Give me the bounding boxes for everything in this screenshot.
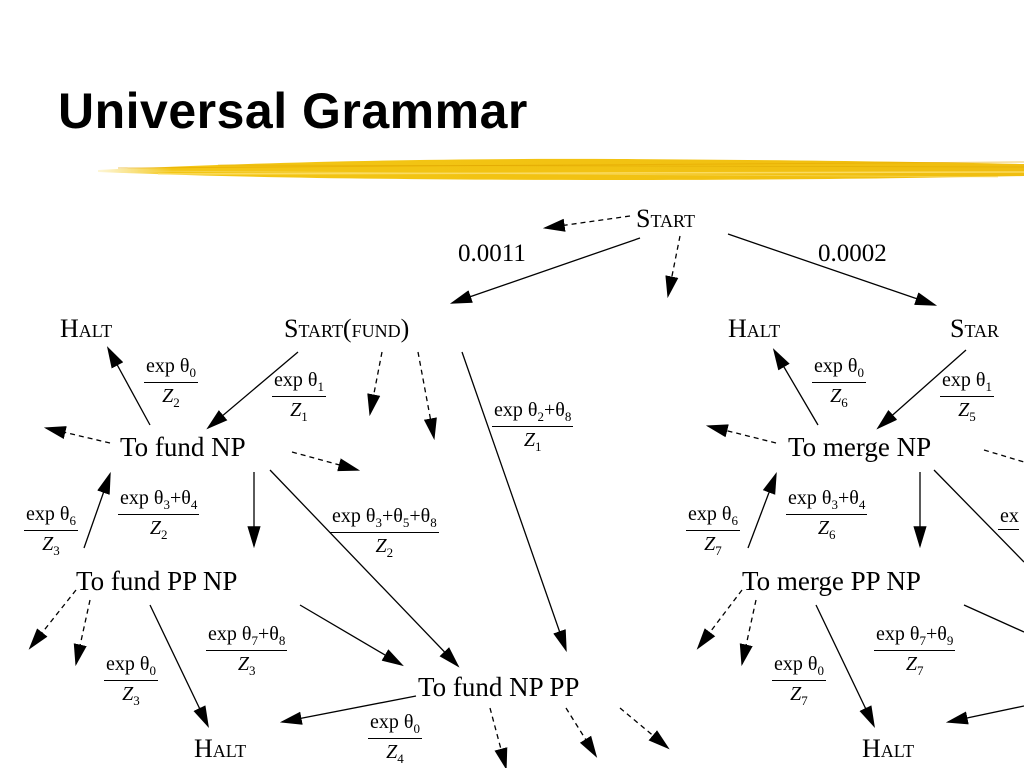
slide-title: Universal Grammar: [58, 83, 528, 139]
node-halt-bottom-left: Halt: [194, 734, 247, 763]
weight-fraction: exp θ1 Z1: [272, 369, 326, 424]
weight-fraction: exp θ7+θ9 Z7: [874, 623, 956, 678]
node-halt-bottom-right: Halt: [862, 734, 915, 763]
weight-fraction: exp θ0 Z6: [812, 355, 866, 410]
prob-right: 0.0002: [818, 240, 887, 267]
weight-fraction: exp θ6 Z7: [686, 503, 740, 558]
weight-fraction: exp θ1 Z5: [940, 369, 994, 424]
weight-fraction: exp θ3+θ5+θ8 Z2: [330, 505, 439, 560]
weight-fraction: exp θ0 Z4: [368, 711, 422, 766]
weight-fraction: exp θ7+θ8 Z3: [206, 623, 288, 678]
weight-fraction: exp θ6 Z3: [24, 503, 78, 558]
node-start-right: Star: [950, 314, 1000, 343]
weight-fraction: exp θ3+θ4 Z6: [786, 487, 868, 542]
weight-fraction: exp θ3+θ4 Z2: [118, 487, 200, 542]
node-to-merge-pp-np: To merge PP NP: [742, 566, 921, 596]
node-halt-top-left: Halt: [60, 314, 113, 343]
weight-fraction: ex: [998, 506, 1019, 553]
node-to-merge-np: To merge NP: [788, 432, 932, 462]
title-underline-brush: [98, 158, 1024, 180]
node-halt-top-right: Halt: [728, 314, 781, 343]
weight-fraction: exp θ2+θ8 Z1: [492, 399, 574, 454]
node-start-fund: Start(fund): [284, 314, 409, 344]
weight-fraction: exp θ0 Z2: [144, 355, 198, 410]
node-start-fund-label: Start(fund): [284, 314, 410, 343]
weight-fraction: exp θ0 Z7: [772, 653, 826, 708]
node-to-fund-np-pp: To fund NP PP: [418, 672, 580, 702]
node-to-fund-pp-np: To fund PP NP: [76, 566, 238, 596]
node-start-root: Start: [636, 204, 695, 233]
weight-fraction: exp θ0 Z3: [104, 653, 158, 708]
node-to-fund-np: To fund NP: [120, 432, 246, 462]
prob-left: 0.0011: [458, 240, 526, 267]
